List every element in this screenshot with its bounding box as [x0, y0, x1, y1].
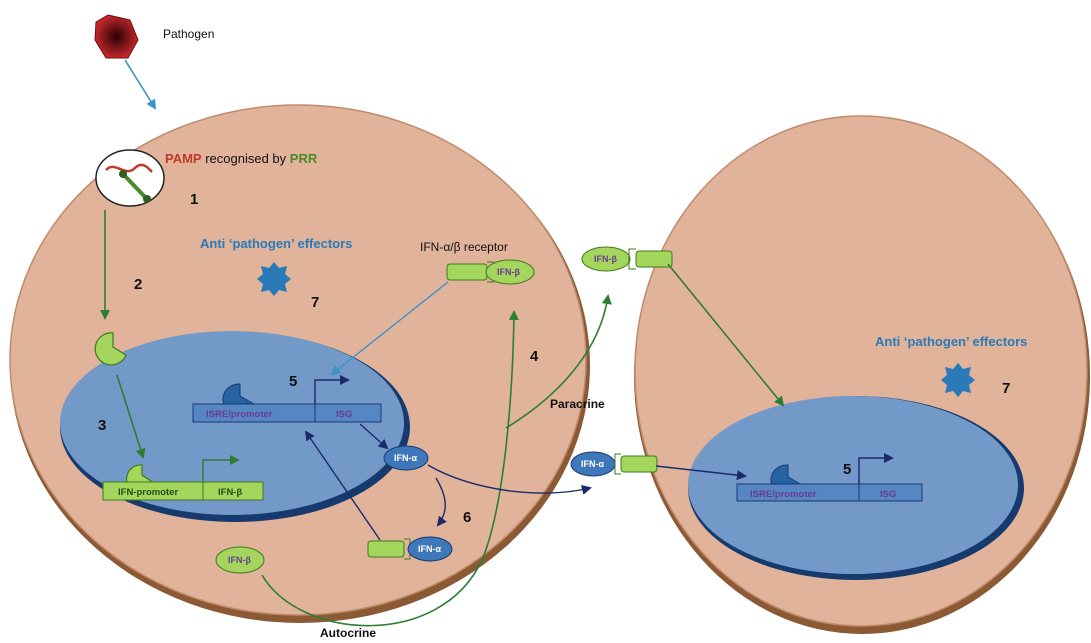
effector-star-icon-left	[257, 262, 291, 296]
ifn-beta-gene-label: IFN-β	[218, 487, 242, 498]
bottom-receptor-to-isre-arrow	[304, 430, 381, 541]
ifn-beta-free	[215, 546, 265, 574]
step-3: 3	[98, 417, 106, 434]
isg-transcription-arrow-left	[314, 375, 350, 404]
isg-label-right: ISG	[880, 489, 896, 500]
pathogen-entry-arrow	[124, 59, 157, 110]
receptor-to-isg-arrow	[330, 281, 449, 376]
step-5-right: 5	[843, 461, 851, 478]
isg-transcription-arrow-right	[858, 453, 894, 484]
transcription-factor-icon	[94, 332, 127, 366]
ifn-receptor-right-top	[628, 248, 673, 270]
autocrine-label: Autocrine	[320, 626, 376, 640]
signal-arrow-3	[116, 374, 146, 459]
ifn-alpha-bound-bottom	[407, 536, 453, 562]
ifn-alpha-label-bottom: IFN-α	[418, 544, 441, 554]
isre-isg-gene-left	[192, 403, 382, 423]
step-2: 2	[134, 276, 142, 293]
ifn-promoter-label: IFN-promoter	[118, 487, 178, 498]
step-4: 4	[530, 348, 539, 365]
paracrine-ifn-alpha-arrow	[427, 464, 592, 495]
ifn-alpha-label-nucleus: IFN-α	[394, 453, 417, 463]
ifn-beta-right-receptor	[581, 246, 631, 272]
effector-star-icon-right	[941, 363, 975, 397]
ifn-receptor-bottom	[367, 538, 411, 560]
pamp-prr-icon	[95, 149, 165, 207]
isg-label-left: ISG	[336, 409, 352, 420]
ifn-beta-gene	[102, 481, 264, 501]
ifn-beta-transcription-arrow	[202, 455, 240, 482]
pamp-prr-label: PAMP recognised by PRR	[165, 151, 318, 166]
step-7-left: 7	[311, 294, 319, 311]
effectors-left-label: Anti ‘pathogen’ effectors	[200, 236, 352, 251]
ifn-beta-bound-top	[485, 259, 535, 285]
ifn-beta-label-free: IFN-β	[228, 555, 251, 565]
step-5-left: 5	[289, 373, 297, 390]
recognised-by-text: recognised by	[202, 151, 290, 166]
ifn-beta-label-right: IFN-β	[594, 254, 617, 264]
isre-promoter-label-right: ISRE/promoter	[750, 489, 817, 500]
isg-to-ifn-alpha-arrow	[359, 423, 389, 450]
ifn-beta-label-top: IFN-β	[497, 267, 520, 277]
right-ifn-alpha-to-isre-arrow	[655, 465, 747, 481]
autocrine-ifn-beta-arrow	[261, 310, 519, 627]
right-receptor-to-nucleus-arrow	[667, 263, 785, 407]
autocrine-ifn-alpha-arrow	[435, 477, 447, 527]
effectors-right-label: Anti ‘pathogen’ effectors	[875, 334, 1027, 349]
step-7-right: 7	[1002, 380, 1010, 397]
isre-isg-gene-right	[736, 483, 923, 502]
pamp-text: PAMP	[165, 151, 202, 166]
ifn-alpha-nucleus	[383, 445, 429, 471]
step-6: 6	[463, 509, 471, 526]
paracrine-label: Paracrine	[550, 397, 605, 411]
pathogen-icon	[94, 14, 139, 59]
ifn-receptor-right-bottom	[614, 453, 658, 475]
paracrine-ifn-beta-arrow	[505, 294, 612, 429]
isre-promoter-label-left: ISRE/promoter	[206, 409, 273, 420]
ifn-alpha-label-right: IFN-α	[581, 459, 604, 469]
receptor-label: IFN-α/β receptor	[420, 240, 508, 254]
prr-text: PRR	[290, 151, 318, 166]
pathogen-label: Pathogen	[163, 27, 214, 41]
step-1: 1	[190, 191, 198, 208]
